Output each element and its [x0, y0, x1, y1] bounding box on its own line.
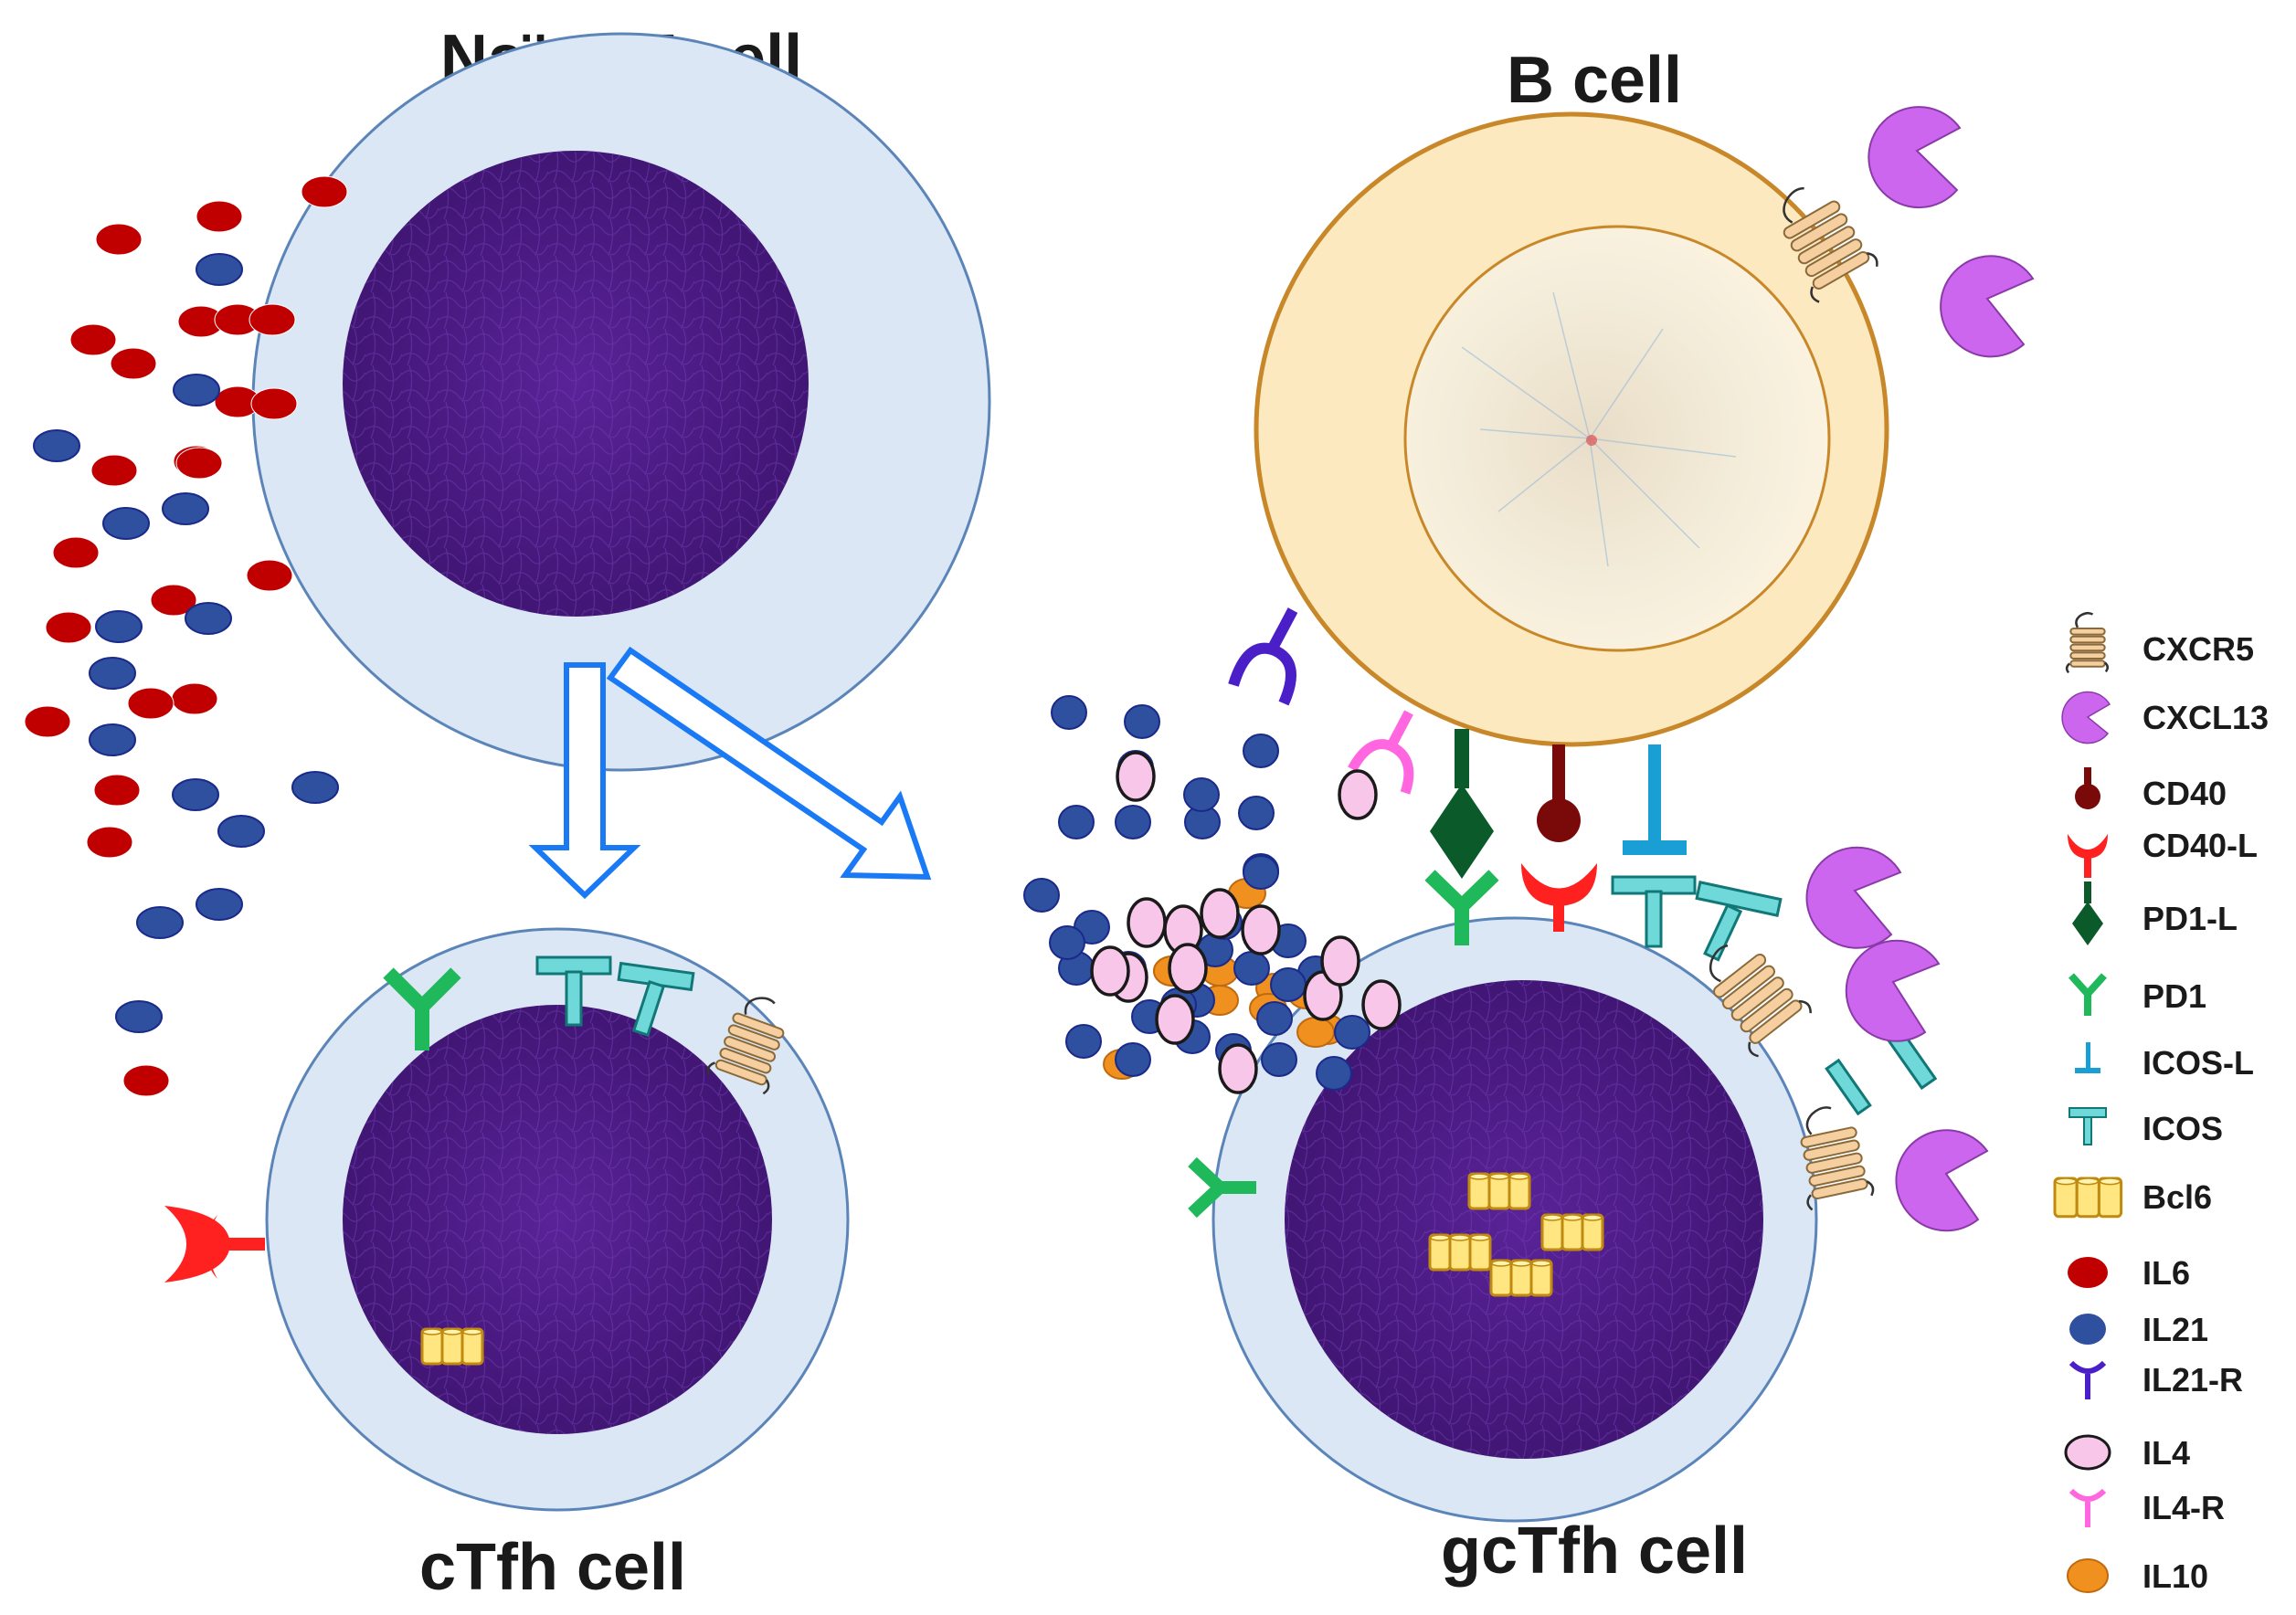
- icosl-icon: [2075, 1042, 2100, 1073]
- il4r-y-icon: [2069, 1488, 2107, 1527]
- ctfh-cxcr5-icon: [706, 997, 785, 1095]
- ctfh-pd1-icon: [383, 967, 461, 1050]
- bcl6-cylinder-icon: [2053, 1177, 2123, 1219]
- cd40l-cup-icon: [2068, 834, 2108, 878]
- legend-label-pd1: PD1: [2143, 977, 2206, 1015]
- bcell-icosl-icon: [1623, 744, 1687, 855]
- bcell-cxcl13-icon-2: [1940, 255, 2035, 358]
- gctfh-cxcl13-icon-3: [1895, 1129, 1989, 1232]
- legend-item-il6: IL6: [2068, 1254, 2190, 1292]
- bcell-cd40-icon: [1537, 744, 1581, 842]
- ctfh-bcl6-icon: [420, 1327, 484, 1366]
- b-cell-title: B cell: [1507, 44, 1682, 117]
- gctfh-cell-title: gcTfh cell: [1441, 1515, 1748, 1588]
- legend-item-il4r: IL4-R: [2069, 1488, 2225, 1527]
- legend-item-bcl6: Bcl6: [2053, 1177, 2212, 1219]
- legend-item-il4: IL4: [2064, 1434, 2190, 1472]
- bcell-cxcl13-icon: [1867, 106, 1962, 209]
- legend-item-cd40: CD40: [2075, 767, 2227, 812]
- legend-item-cxcl13: CXCL13: [2061, 691, 2269, 744]
- gctfh-cell: [1211, 916, 1818, 1523]
- naive-cytokine-cloud: [24, 175, 348, 1097]
- legend-label-cd40l: CD40-L: [2143, 827, 2258, 864]
- legend-item-il21r: IL21-R: [2069, 1360, 2243, 1399]
- ctfh-cell-title: cTfh cell: [419, 1531, 686, 1604]
- legend-label-bcl6: Bcl6: [2143, 1178, 2212, 1216]
- gctfh-cxcr5-icon-2: [1800, 1106, 1875, 1211]
- legend-label-il6: IL6: [2143, 1254, 2190, 1292]
- b-cell-nucleus: [1403, 225, 1831, 652]
- legend-item-cd40l: CD40-L: [2068, 827, 2258, 878]
- b-cell: [1254, 111, 1889, 747]
- ctfh-cell: [265, 927, 850, 1512]
- il6-dot-icon: [2068, 1257, 2108, 1288]
- legend-label-il21r: IL21-R: [2143, 1361, 2243, 1399]
- il21r-y-icon: [2069, 1360, 2107, 1399]
- legend-item-il21: IL21: [2069, 1311, 2208, 1348]
- arrow-to-ctfh: [528, 662, 641, 900]
- pd1l-diamond-icon: [2072, 881, 2103, 945]
- bcell-cxcr5-icon: [1783, 186, 1878, 303]
- legend-label-cxcr5: CXCR5: [2143, 630, 2254, 668]
- arrow-to-gctfh: [606, 646, 932, 881]
- gctfh-bcl6-cluster: [1428, 1172, 1604, 1297]
- ctfh-icos-icon: [535, 955, 695, 1037]
- legend-item-pd1: PD1: [2069, 973, 2206, 1016]
- cxcr5-receptor-icon: [2065, 611, 2109, 674]
- legend-label-cxcl13: CXCL13: [2143, 699, 2269, 736]
- il21-dot-icon: [2069, 1314, 2106, 1345]
- differentiation-arrows: [528, 646, 932, 900]
- icos-t-icon: [2069, 1107, 2107, 1145]
- legend-label-cd40: CD40: [2143, 775, 2227, 812]
- bcell-il21r-icon: [1228, 607, 1298, 706]
- legend-label-il21: IL21: [2143, 1311, 2208, 1348]
- gctfh-cd40l-icon: [1521, 863, 1597, 932]
- cxcl13-pacman-icon: [2061, 691, 2111, 744]
- bcell-pd1l-icon: [1430, 729, 1494, 879]
- ctfh-cd40l-icon: [164, 1206, 265, 1282]
- naive-t-cell: [251, 32, 991, 772]
- pd1-y-icon: [2069, 973, 2107, 1016]
- legend-item-icos: ICOS: [2069, 1107, 2223, 1147]
- gctfh-cxcl13-icon-2: [1845, 939, 1941, 1042]
- gctfh-cxcr5-icon: [1709, 945, 1812, 1058]
- gctfh-cxcl13-icon: [1805, 846, 1902, 949]
- il4-oval-icon: [2064, 1434, 2111, 1471]
- legend-label-il10: IL10: [2143, 1557, 2208, 1595]
- gctfh-pd1-icon: [1424, 870, 1499, 945]
- cd40-ball-icon: [2075, 767, 2100, 809]
- legend-label-pd1l: PD1-L: [2143, 900, 2238, 937]
- legend-label-il4r: IL4-R: [2143, 1489, 2225, 1526]
- gctfh-side-pd1-icon: [1188, 1156, 1256, 1219]
- legend-label-icos: ICOS: [2143, 1110, 2223, 1147]
- legend-label-icosl: ICOS-L: [2143, 1044, 2254, 1082]
- legend-item-pd1l: PD1-L: [2072, 881, 2238, 945]
- legend-label-il4: IL4: [2143, 1434, 2190, 1472]
- bcell-il4r-icon: [1348, 710, 1414, 795]
- gctfh-cytokine-cloud: [1023, 695, 1402, 1094]
- il10-dot-icon: [2067, 1558, 2109, 1593]
- legend-item-il10: IL10: [2067, 1557, 2208, 1595]
- legend-item-icosl: ICOS-L: [2075, 1042, 2254, 1082]
- legend-item-cxcr5: CXCR5: [2065, 611, 2254, 674]
